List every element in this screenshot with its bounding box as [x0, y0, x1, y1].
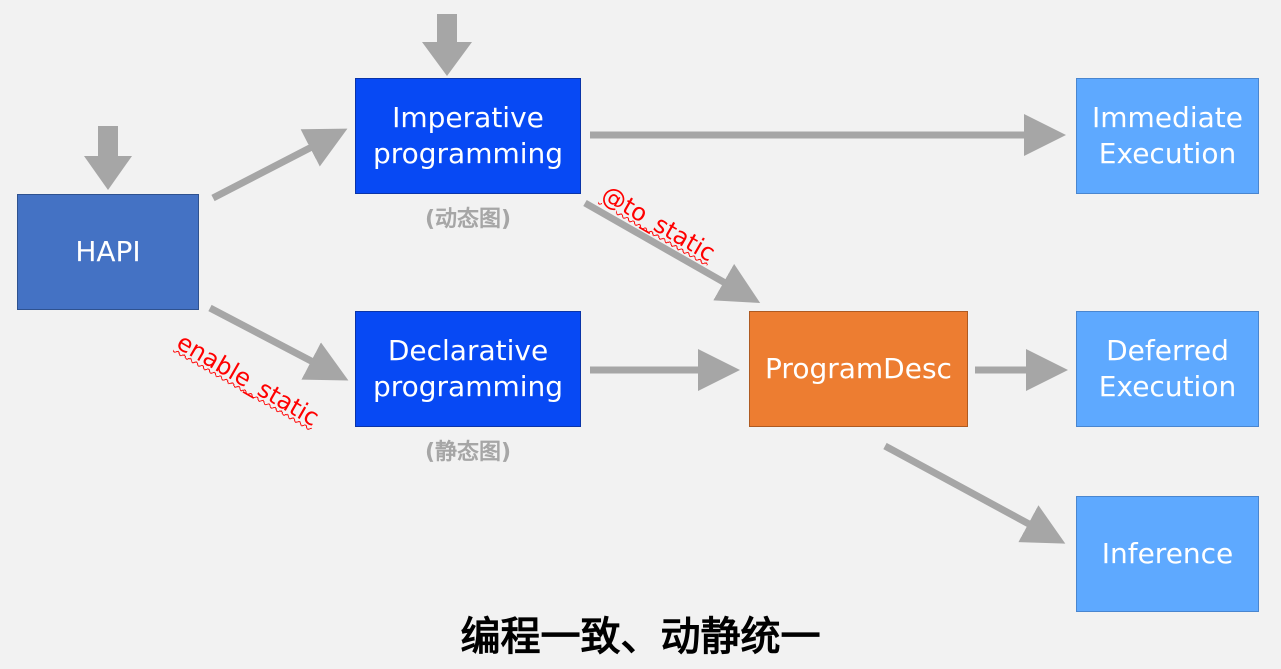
- arrow-hapi-to-declarative: [208, 304, 349, 381]
- node-inference: Inference: [1076, 496, 1259, 612]
- node-hapi: HAPI: [17, 194, 199, 310]
- node-imperative-programming: Imperative programming: [355, 78, 581, 194]
- arrow-hapi-to-imperative: [211, 128, 348, 202]
- imperative-subtitle: (动态图): [424, 207, 512, 232]
- node-declarative-line1: Declarative: [387, 334, 549, 367]
- node-declarative-programming: Declarative programming: [355, 311, 581, 427]
- node-immediate-line2: Execution: [1098, 137, 1237, 170]
- input-arrow-hapi: [84, 126, 132, 190]
- node-immediate-line1: Immediate: [1092, 101, 1243, 134]
- node-imperative-line2: programming: [372, 137, 564, 170]
- node-deferred-line1: Deferred: [1106, 334, 1229, 367]
- node-hapi-label: HAPI: [75, 235, 141, 268]
- arrow-imperative-to-programdesc: [583, 199, 761, 303]
- node-deferred-line2: Execution: [1098, 370, 1237, 403]
- arrow-programdesc-to-inference: [883, 442, 1066, 544]
- diagram-caption: 编程一致、动静统一: [460, 614, 821, 660]
- input-arrow-imperative: [422, 14, 472, 76]
- node-inference-label: Inference: [1101, 537, 1234, 570]
- declarative-subtitle: (静态图): [424, 440, 512, 465]
- node-deferred-execution: Deferred Execution: [1076, 311, 1259, 427]
- node-declarative-line2: programming: [372, 370, 564, 403]
- node-imperative-line1: Imperative: [392, 101, 544, 134]
- node-program-desc: ProgramDesc: [749, 311, 968, 427]
- node-immediate-execution: Immediate Execution: [1076, 78, 1259, 194]
- node-program-desc-label: ProgramDesc: [765, 352, 952, 385]
